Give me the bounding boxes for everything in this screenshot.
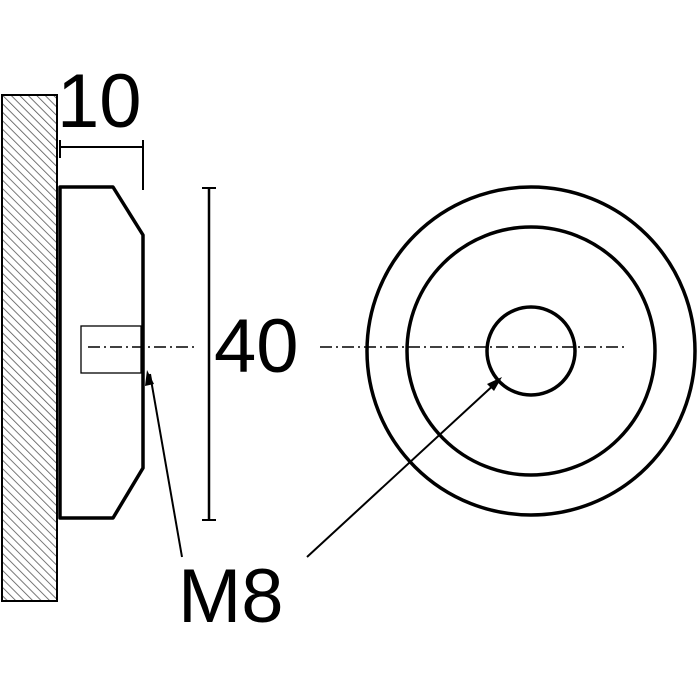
front-thread-circle bbox=[485, 305, 577, 397]
label-40-background bbox=[214, 306, 314, 384]
front-middle-circle bbox=[405, 225, 657, 477]
thread-label-m8: M8 bbox=[178, 554, 284, 639]
dimension-label-40: 40 bbox=[214, 304, 299, 389]
front-outer-circle bbox=[365, 185, 697, 517]
wall-hatched bbox=[1, 94, 58, 602]
thread-hole-side bbox=[80, 325, 142, 374]
part-side-view bbox=[58, 185, 145, 520]
m8-leader-front bbox=[306, 380, 499, 558]
m8-leader-side-arrow bbox=[145, 370, 154, 386]
dimension-label-10: 10 bbox=[57, 59, 142, 144]
m8-leader-side bbox=[149, 373, 183, 558]
m8-leader-front-arrow bbox=[487, 377, 502, 391]
